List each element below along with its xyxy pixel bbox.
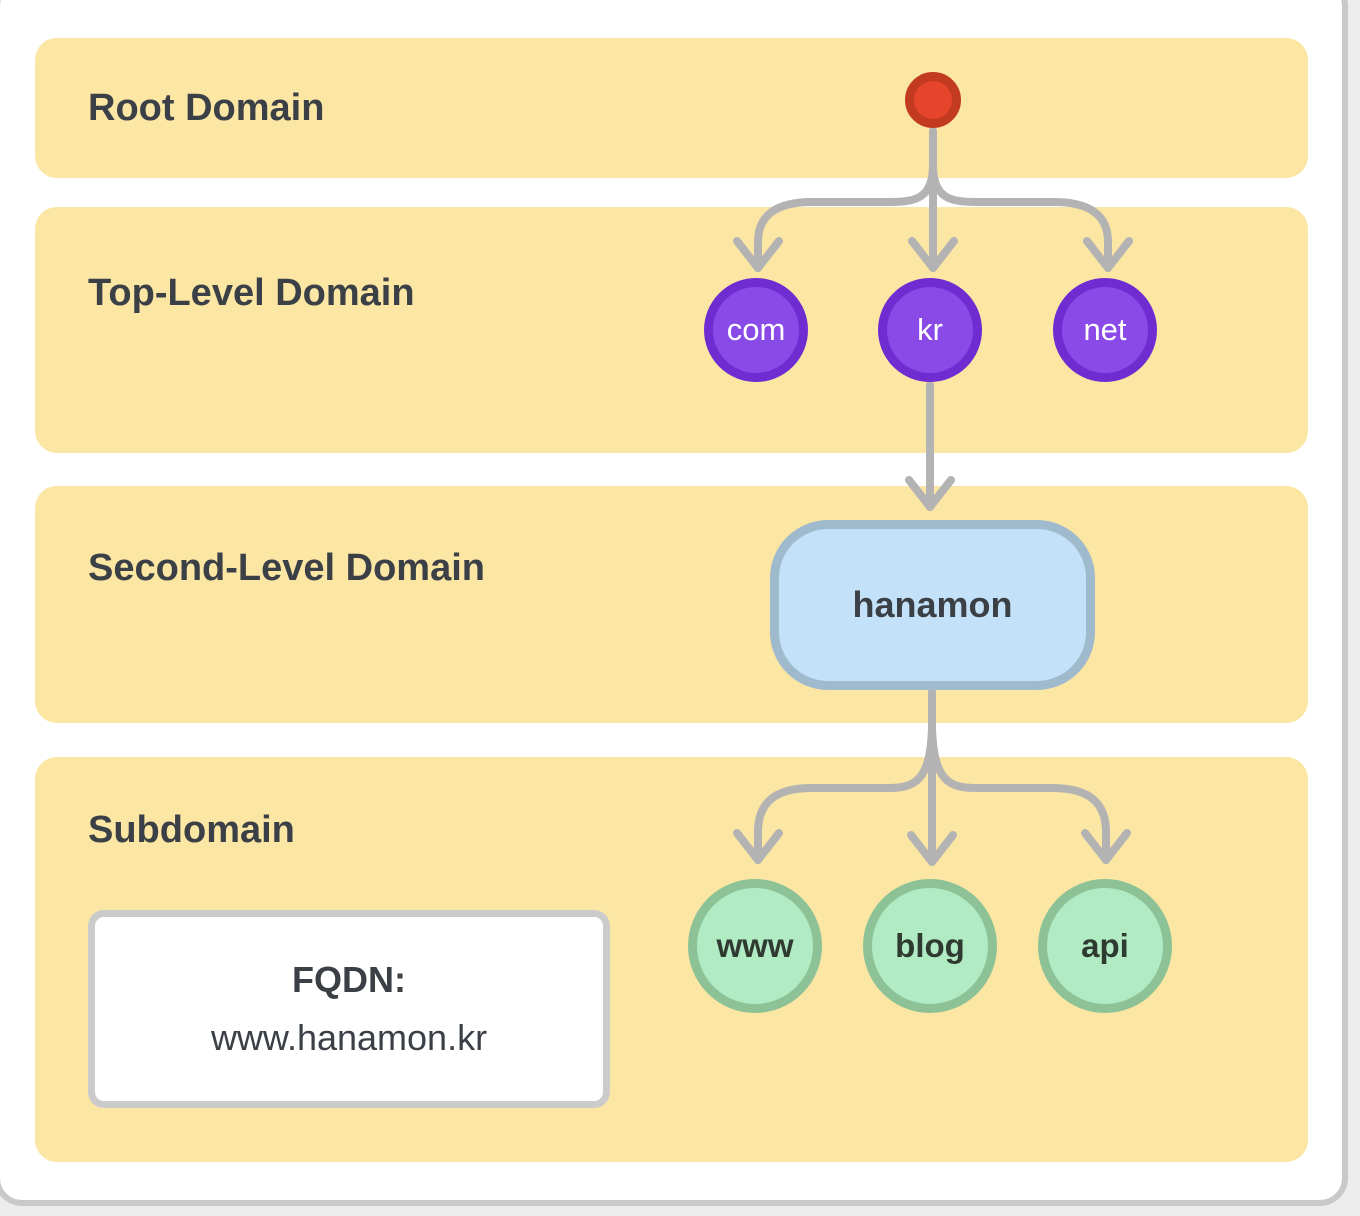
fqdn-value: www.hanamon.kr — [210, 1017, 488, 1058]
subdomain-node-blog: blog — [863, 879, 997, 1013]
connector-hanamon-to-api — [928, 718, 1110, 864]
arrowhead-hanamon-to-blog — [907, 831, 957, 866]
root-domain-node-icon — [905, 72, 961, 128]
fqdn-title: FQDN: — [292, 959, 406, 1000]
label-top-level-domain: Top-Level Domain — [88, 272, 415, 314]
connector-root-to-net — [929, 161, 1112, 272]
arrowhead-kr-to-hanamon — [905, 476, 955, 511]
arrowhead-root-to-kr — [908, 237, 958, 272]
subdomain-node-api: api — [1038, 879, 1172, 1013]
arrowhead-hanamon-to-api — [1081, 829, 1131, 864]
connector-root-to-com — [754, 161, 937, 272]
arrowhead-hanamon-to-www — [733, 829, 783, 864]
label-second-level-domain: Second-Level Domain — [88, 547, 485, 589]
tld-node-net: net — [1053, 278, 1157, 382]
tld-node-com: com — [704, 278, 808, 382]
connector-hanamon-to-www — [754, 718, 936, 864]
band-root-domain — [35, 38, 1308, 178]
label-root-domain: Root Domain — [88, 87, 325, 129]
band-second-level-domain — [35, 486, 1308, 723]
fqdn-box: FQDN: www.hanamon.kr — [88, 910, 610, 1108]
sld-node-hanamon: hanamon — [770, 520, 1095, 690]
label-subdomain: Subdomain — [88, 809, 295, 851]
subdomain-node-www: www — [688, 879, 822, 1013]
arrowhead-root-to-com — [733, 237, 783, 272]
arrowhead-root-to-net — [1083, 237, 1133, 272]
tld-node-kr: kr — [878, 278, 982, 382]
